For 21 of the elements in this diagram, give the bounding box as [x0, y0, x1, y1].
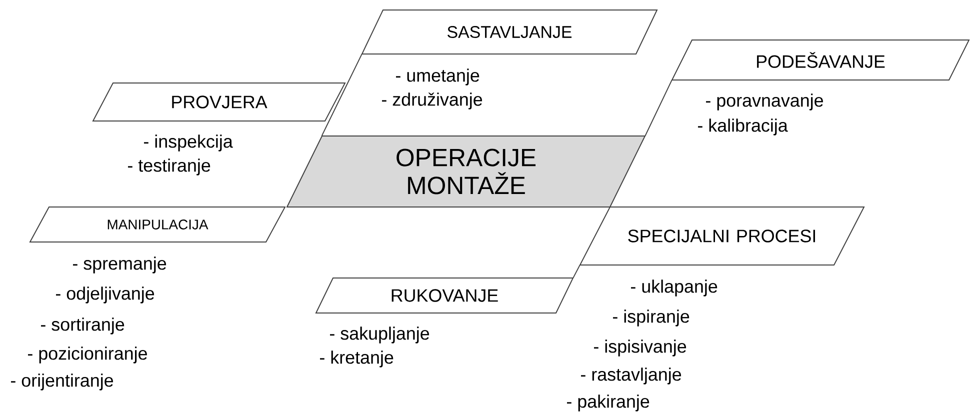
list-item: - združivanje — [382, 92, 482, 110]
list-item: - sortiranje — [41, 318, 124, 334]
list-item: - rastavljanje — [581, 368, 682, 384]
list-item: - ispiranje — [613, 310, 690, 326]
connector-line — [321, 54, 362, 136]
list-item: - spremanje — [73, 256, 166, 274]
list-item: - sakupljanje — [330, 326, 430, 344]
list-item: - poravnavanje — [706, 94, 823, 110]
list-item: - pakiranje — [567, 394, 650, 412]
connector-line — [644, 80, 672, 136]
list-item: - inspekcija — [144, 134, 233, 152]
connector-line — [572, 264, 580, 278]
list-item: - odjeljivanje — [56, 286, 154, 304]
list-item: - orijentiranje — [11, 374, 114, 390]
list-item: - umetanje — [396, 68, 480, 86]
list-item: - kretanje — [320, 350, 394, 368]
list-item: - uklapanje — [631, 280, 718, 296]
list-item: - ispisivanje — [594, 340, 686, 356]
list-item: - kalibracija — [698, 118, 788, 136]
list-item: - pozicioniranje — [28, 346, 147, 364]
list-item: - testiranje — [128, 158, 210, 176]
